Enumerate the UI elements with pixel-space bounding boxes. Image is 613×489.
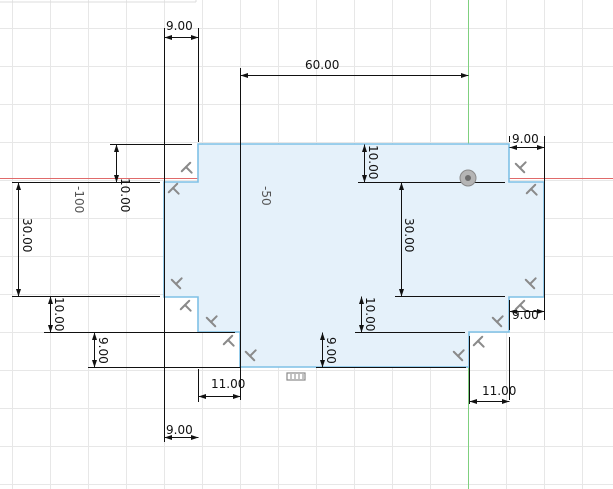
perpendicular-constraint-icon [491,315,504,328]
dim-right-top-tab-width[interactable]: 9.00 [512,132,539,146]
ruler-label-minus-100: -100 [72,186,86,213]
midpoint-glyph-icon [286,372,306,381]
perpendicular-constraint-icon [179,299,192,312]
dim-left-lower-step-height[interactable]: 9.00 [96,337,110,364]
perpendicular-constraint-icon [244,349,257,362]
perpendicular-constraint-icon [514,161,527,174]
dim-left-bottom-step-height[interactable]: 10.00 [52,297,66,331]
dim-right-lower-tab-width[interactable]: 9.00 [512,308,539,322]
perpendicular-constraint-icon [180,161,193,174]
dim-bottom-right-offset[interactable]: 11.00 [482,384,516,398]
dim-bottom-left-offset[interactable]: 11.00 [211,377,245,391]
perpendicular-constraint-icon [524,277,537,290]
perpendicular-constraint-icon [472,335,485,348]
sketch-profile[interactable] [163,143,545,368]
dim-top-left-tab-width[interactable]: 9.00 [166,19,193,33]
ruler-label-minus-50: -50 [259,186,273,206]
dim-center-bottom-step-height[interactable]: 10.00 [363,297,377,331]
perpendicular-constraint-icon [514,299,527,312]
dim-center-top-step-height[interactable]: 10.00 [366,145,380,179]
perpendicular-constraint-icon [205,315,218,328]
dim-bottom-left-tab-width[interactable]: 9.00 [166,423,193,437]
dim-left-top-step-height[interactable]: 10.00 [118,178,132,212]
dim-center-height[interactable]: 30.00 [402,218,416,252]
dim-top-overall[interactable]: 60.00 [305,58,339,72]
perpendicular-constraint-icon [167,182,180,195]
perpendicular-constraint-icon [525,183,538,196]
origin-point-icon[interactable] [459,169,477,187]
perpendicular-constraint-icon [222,334,235,347]
dim-center-lower-step-height[interactable]: 9.00 [324,337,338,364]
dimension-arrows [16,35,545,440]
perpendicular-constraint-icon [170,277,183,290]
constraint-glyphs [167,161,538,362]
dim-left-height[interactable]: 30.00 [20,218,34,252]
perpendicular-constraint-icon [452,349,465,362]
